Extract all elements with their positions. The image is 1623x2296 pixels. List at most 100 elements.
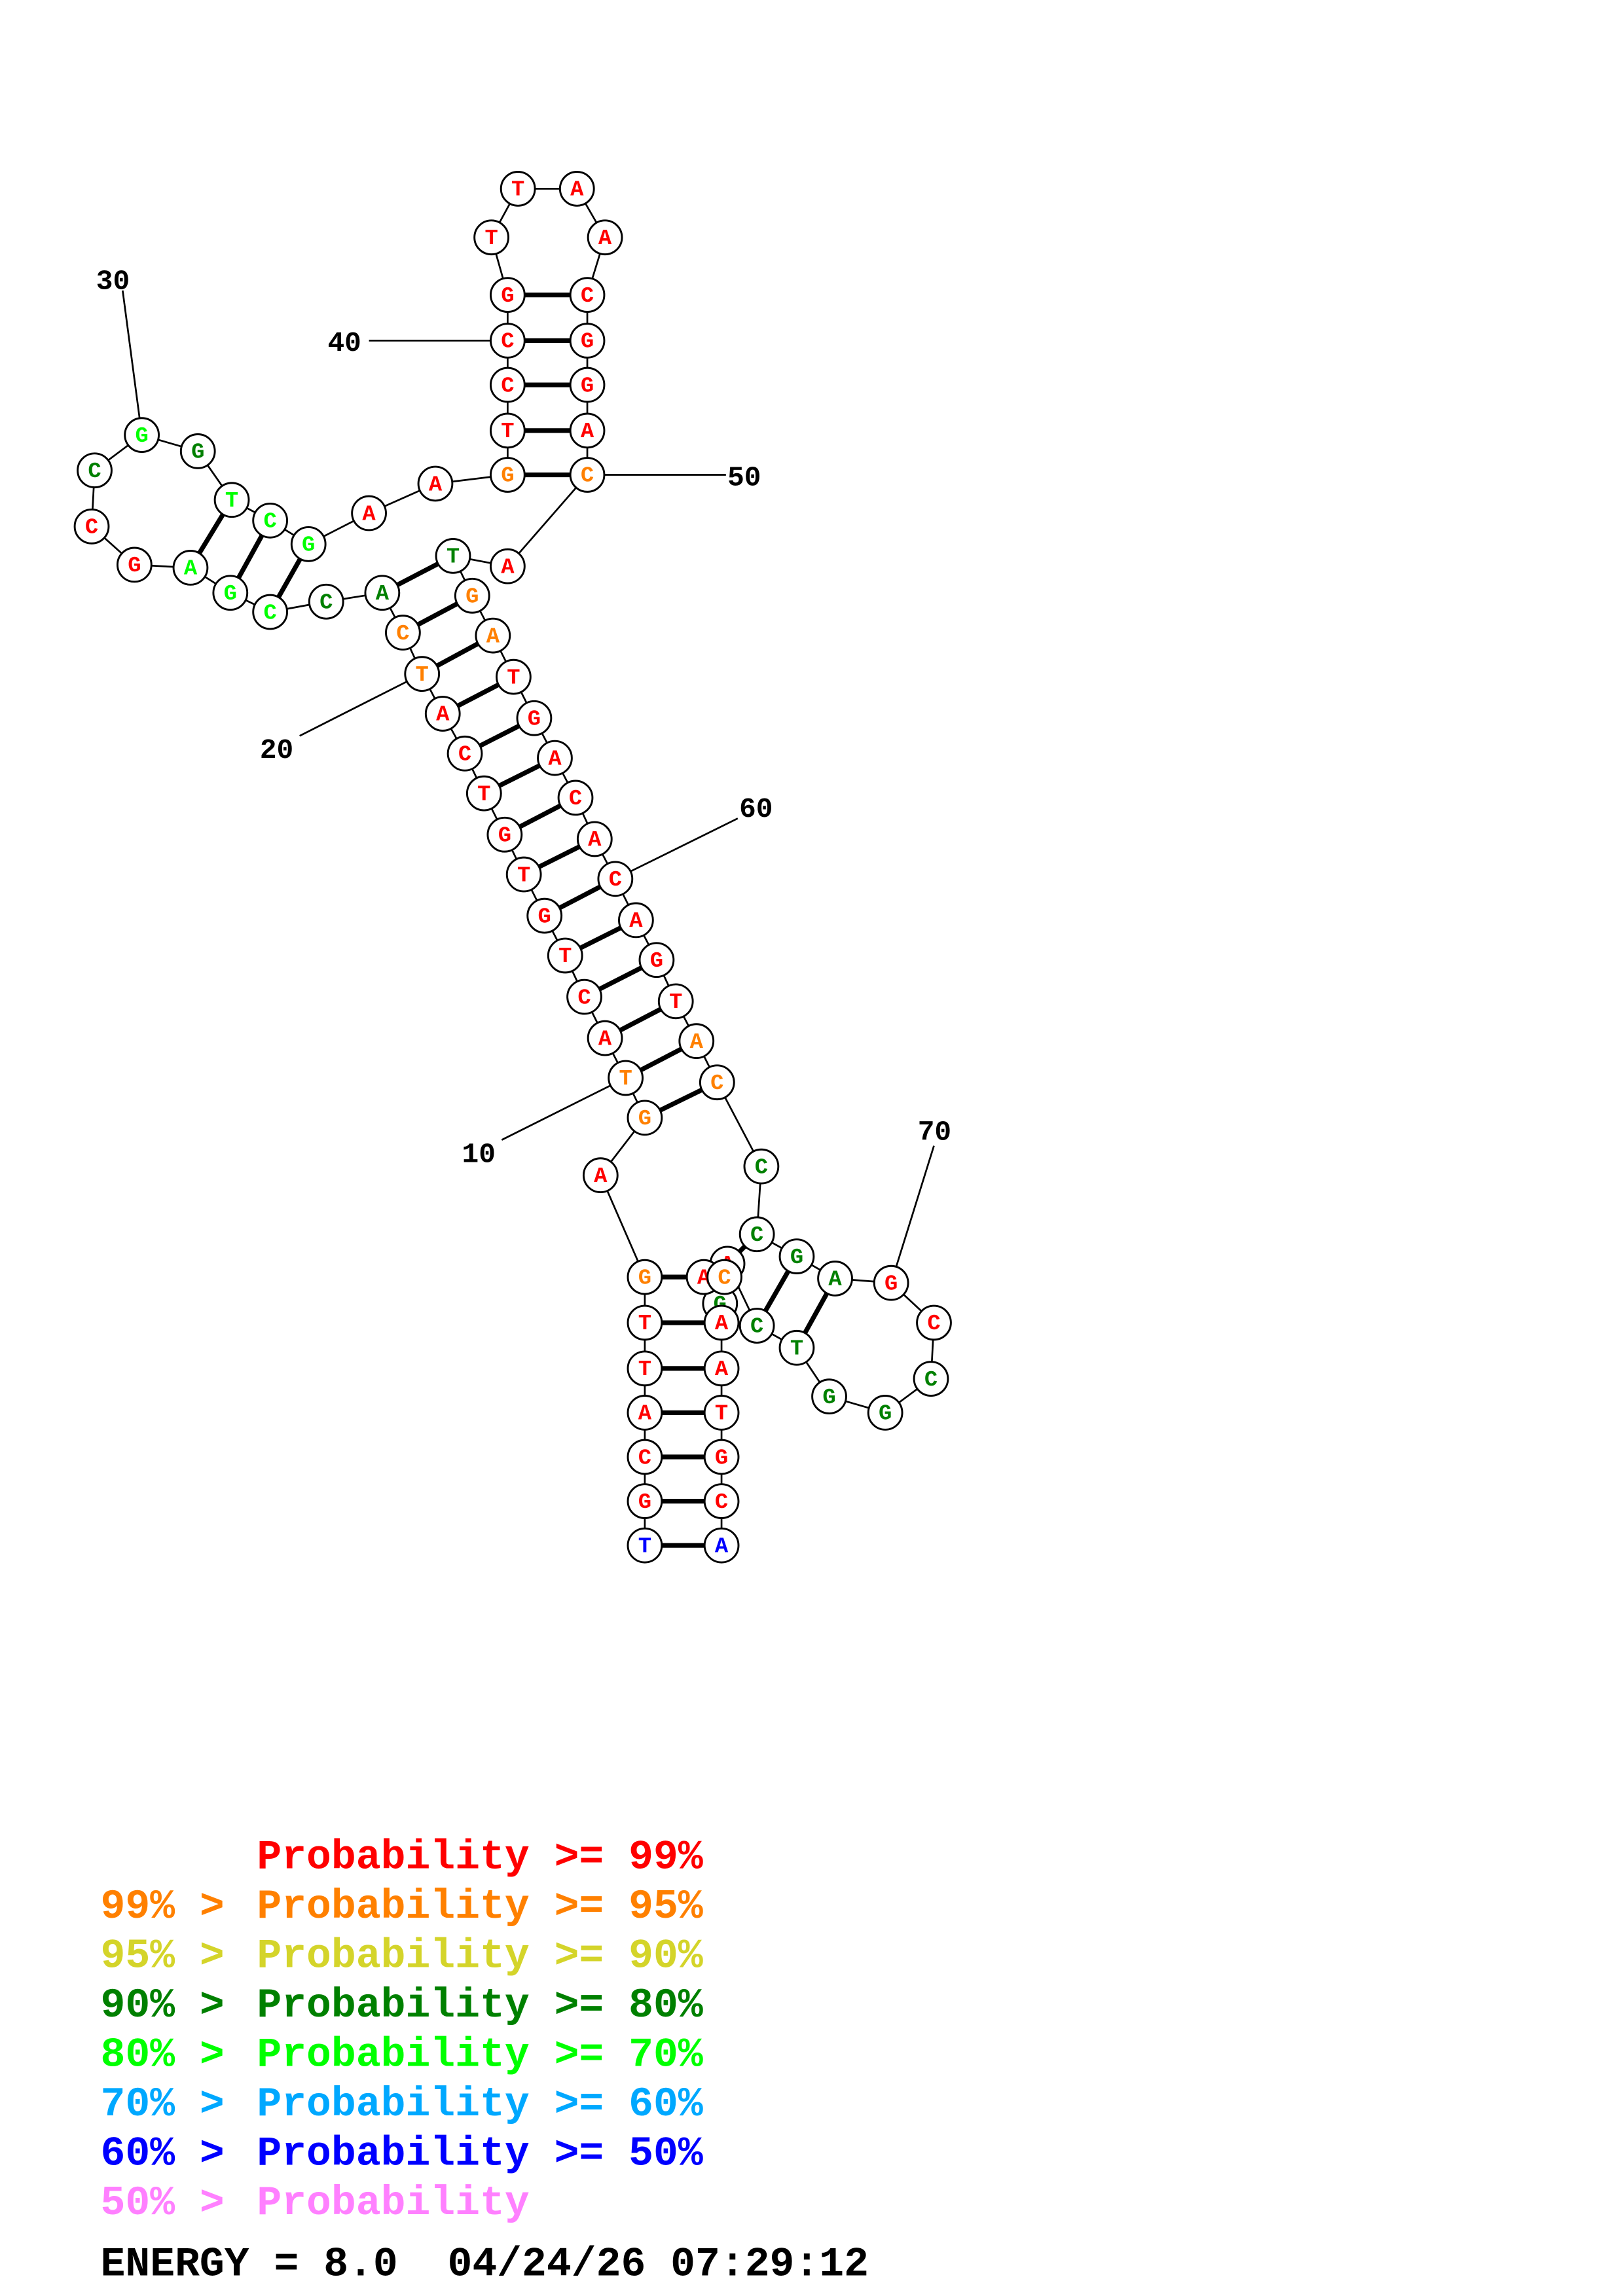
nucleotide-circle	[172, 550, 209, 586]
nucleotide-letter: A	[362, 502, 376, 527]
nucleotide-letter: A	[548, 747, 562, 772]
nucleotide-letter: A	[629, 909, 643, 934]
nucleotide-letter: G	[822, 1386, 835, 1410]
nucleotide-letter: C	[263, 601, 276, 626]
label-leader-line	[121, 290, 143, 435]
nucleotide: G	[116, 547, 153, 583]
nucleotide-circle	[505, 856, 542, 893]
nucleotide-circle	[351, 495, 387, 531]
nucleotide-circle	[618, 902, 654, 939]
nucleotide-letter: A	[588, 828, 602, 853]
nucleotide-letter: G	[302, 533, 315, 558]
nucleotide-letter: G	[650, 949, 663, 974]
nucleotide-circle	[308, 583, 344, 620]
nucleotide-circle	[743, 1148, 780, 1185]
nucleotide: A	[424, 696, 461, 732]
nucleotide: A	[576, 821, 613, 857]
backbone-segment	[507, 474, 589, 567]
nucleotide: A	[587, 219, 623, 256]
probability-legend: Probability >= 99%99% > Probability >= 9…	[101, 1834, 703, 2227]
legend-prefix: 60% >	[101, 2130, 249, 2177]
nucleotide-circle	[558, 171, 595, 207]
legend-row: 70% > Probability >= 60%	[101, 2081, 703, 2128]
nucleotide-letter: T	[669, 990, 682, 1015]
nucleotide-circle	[582, 1157, 619, 1194]
legend-text: Probability >= 80%	[257, 1982, 703, 2029]
nucleotide: C	[739, 1308, 775, 1344]
nucleotide: C	[597, 861, 634, 897]
nucleotide-letter: A	[715, 1534, 729, 1559]
nucleotide: G	[179, 433, 216, 469]
nucleotide-circle	[404, 656, 441, 692]
nucleotide-letter: A	[598, 1027, 612, 1052]
nucleotide-circle	[678, 1023, 715, 1060]
nucleotide-letter: G	[581, 330, 594, 355]
nucleotide: G	[867, 1395, 903, 1431]
nucleotide-letter: A	[581, 420, 594, 444]
nucleotide-letter: G	[879, 1402, 892, 1427]
nucleotide-letter: C	[710, 1071, 723, 1096]
nucleotide: T	[500, 171, 536, 207]
nucleotide: A	[703, 1304, 740, 1341]
nucleotide: G	[811, 1378, 847, 1415]
nucleotide-letter: G	[638, 1107, 651, 1132]
nucleotide-letter: A	[828, 1268, 842, 1293]
nucleotide: T	[627, 1527, 663, 1564]
nucleotide: G	[778, 1238, 815, 1274]
nucleotide: G	[290, 526, 327, 562]
nucleotide: C	[308, 583, 344, 620]
nucleotide: A	[678, 1023, 715, 1060]
nucleotide-circle	[811, 1378, 847, 1415]
nucleotide-circle	[547, 937, 583, 974]
nucleotide-letter: C	[609, 868, 622, 893]
nucleotide: A	[351, 495, 387, 531]
nucleotide: A	[489, 548, 526, 584]
nucleotide-letter: T	[225, 489, 238, 514]
nucleotide-circle	[657, 983, 694, 1020]
nucleotide: G	[212, 575, 249, 611]
nucleotide: A	[417, 465, 454, 502]
nucleotide: T	[657, 983, 694, 1020]
nucleotide-circle	[424, 696, 461, 732]
nucleotide-letter: T	[447, 545, 460, 570]
legend-text: Probability >= 99%	[257, 1834, 703, 1881]
nucleotide-letter: A	[570, 178, 584, 203]
nucleotide-letter: T	[638, 1357, 651, 1382]
nucleotide: G	[124, 417, 160, 454]
nucleotide: T	[489, 412, 526, 449]
nucleotide-circle	[435, 538, 471, 574]
nucleotide-letter: C	[715, 1490, 728, 1515]
nucleotide-letter: G	[498, 823, 511, 848]
nucleotide-letter: C	[750, 1223, 763, 1248]
legend-text: Probability	[257, 2179, 529, 2227]
nucleotide-letter: G	[528, 707, 541, 732]
nucleotide: T	[473, 219, 509, 256]
nucleotide-letter: A	[715, 1312, 729, 1336]
nucleotide: C	[252, 594, 289, 630]
nucleotide: C	[73, 508, 110, 545]
nucleotide-letter: T	[511, 178, 524, 203]
nucleotide-circle	[817, 1261, 853, 1297]
nucleotide-circle	[537, 740, 573, 776]
nucleotide: A	[475, 617, 511, 654]
nucleotide-circle	[627, 1350, 663, 1387]
nucleotide: G	[486, 816, 523, 853]
legend-row: 80% > Probability >= 70%	[101, 2032, 703, 2079]
nucleotide-circle	[627, 1395, 663, 1431]
nucleotide-letter: G	[501, 464, 514, 489]
nucleotide-letter: T	[619, 1067, 632, 1092]
nucleotide-letter: A	[184, 557, 198, 582]
nucleotide-circle	[703, 1527, 740, 1564]
nucleotide-circle	[213, 482, 250, 518]
nucleotide-letter: G	[465, 584, 479, 609]
nucleotide-letter: A	[598, 226, 612, 251]
nucleotide: A	[537, 740, 573, 776]
nucleotide: A	[627, 1395, 663, 1431]
nucleotide-letter: C	[458, 743, 471, 768]
nucleotide-circle	[489, 367, 526, 403]
nucleotide: C	[739, 1216, 775, 1253]
nucleotide-circle	[608, 1060, 644, 1096]
nucleotide-circle	[77, 452, 113, 489]
nucleotide-letter: G	[715, 1446, 728, 1471]
